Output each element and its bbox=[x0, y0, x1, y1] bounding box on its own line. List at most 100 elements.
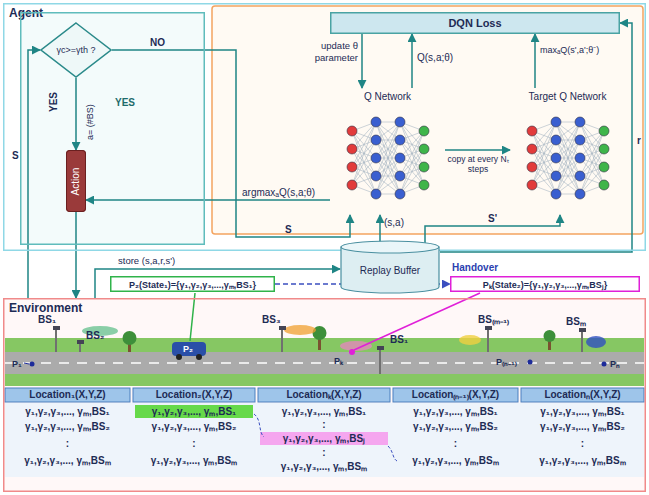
synapse bbox=[556, 140, 580, 194]
connector bbox=[361, 34, 363, 88]
table-cell: γ₁,γ₂,γ₃,..., γₘ,BS₂ bbox=[393, 421, 518, 433]
edge-label: S' bbox=[488, 213, 497, 225]
table-cell: Locationₙ(X,Y,Z) bbox=[521, 389, 644, 401]
loss-box: DQN Loss bbox=[330, 12, 620, 34]
edge-label: YES bbox=[48, 92, 60, 112]
edge-label: maxₐQ(s',a';θ⁻) bbox=[540, 44, 599, 56]
car-body bbox=[172, 342, 206, 356]
table-cell: γ₁,γ₂,γ₃,..., γₘ,BS₂ bbox=[133, 421, 255, 433]
point bbox=[602, 362, 607, 367]
connector bbox=[112, 50, 350, 237]
lamp bbox=[377, 346, 384, 350]
replay-buffer: Replay Buffer bbox=[340, 240, 440, 294]
node-text: Agent bbox=[9, 6, 43, 20]
edge-label: r bbox=[637, 135, 641, 147]
synapse bbox=[376, 140, 400, 194]
header-bar bbox=[133, 388, 255, 402]
figure-label: Pₙ bbox=[610, 358, 620, 370]
connector bbox=[28, 50, 40, 298]
neural-network bbox=[330, 108, 445, 208]
synapse bbox=[556, 122, 580, 176]
cylinder-top bbox=[341, 241, 439, 253]
state-leader bbox=[354, 293, 480, 350]
table-cell: γ₁,γ₂,γ₃,..., γₘ,BS₂ bbox=[521, 421, 644, 433]
neuron bbox=[419, 144, 429, 154]
lamp bbox=[279, 326, 286, 330]
figure-label: BS₁ bbox=[38, 314, 56, 326]
node-text: Replay Buffer bbox=[360, 265, 420, 276]
connector bbox=[86, 199, 330, 201]
neuron bbox=[395, 117, 405, 127]
pole bbox=[379, 348, 381, 374]
neuron bbox=[347, 162, 357, 172]
beam bbox=[586, 336, 606, 348]
table-cell: γ₁,γ₂,γ₃,..., γₘ,BSₘ bbox=[258, 461, 390, 473]
neuron bbox=[395, 153, 405, 163]
table-cell: γ₁,γ₂,γ₃,..., γₘ,BS₁ bbox=[5, 406, 130, 418]
table-headers bbox=[5, 388, 644, 402]
edge-label: argmaxₐQ(s,a;θ) bbox=[242, 187, 315, 199]
figure-label: P₁ bbox=[12, 358, 22, 370]
lamp bbox=[579, 328, 586, 332]
neuron bbox=[575, 153, 585, 163]
lamp bbox=[53, 326, 60, 330]
table-cell: γ₁,γ₂,γ₃,..., γₘ,BSⱼ bbox=[258, 433, 390, 445]
neuron bbox=[395, 171, 405, 181]
neuron bbox=[551, 189, 561, 199]
header-bar bbox=[521, 388, 644, 402]
neuron bbox=[527, 126, 537, 136]
beam bbox=[459, 335, 481, 345]
table-cell: : bbox=[521, 438, 644, 450]
synapse bbox=[376, 122, 400, 176]
neuron bbox=[599, 144, 609, 154]
figure-label: BSₘ bbox=[566, 316, 586, 328]
edge-label: NO bbox=[150, 37, 165, 49]
figure-label: BS₂ bbox=[86, 330, 104, 342]
header-bar bbox=[258, 388, 390, 402]
edge-label: Q(s,a;θ) bbox=[417, 52, 453, 64]
table-cell: : bbox=[258, 419, 390, 431]
point bbox=[30, 362, 35, 367]
node-text: Q Network bbox=[330, 91, 445, 102]
neuron bbox=[371, 171, 381, 181]
edge-label: copy at every Nₜ steps bbox=[447, 154, 509, 174]
neuron bbox=[551, 135, 561, 145]
synapse bbox=[556, 122, 580, 176]
decision-diamond: γc>=γth ? bbox=[40, 22, 112, 78]
car bbox=[172, 342, 206, 360]
synapse bbox=[352, 167, 376, 194]
neuron bbox=[551, 171, 561, 181]
point bbox=[528, 360, 533, 365]
synapse bbox=[532, 158, 556, 185]
pole bbox=[281, 328, 283, 352]
table-cell: Location₁(X,Y,Z) bbox=[5, 389, 130, 401]
flow-label: S bbox=[285, 224, 292, 236]
neuron bbox=[347, 126, 357, 136]
synapse bbox=[400, 167, 424, 194]
table-ground bbox=[5, 403, 644, 477]
figure-label: P₂ bbox=[183, 343, 193, 355]
action-box: Action bbox=[66, 150, 86, 212]
table-cell: γ₁,γ₂,γ₃,..., γₘ,BSₘ bbox=[521, 455, 644, 467]
poles bbox=[56, 328, 582, 374]
edge-label: Handover bbox=[452, 262, 498, 274]
neuron bbox=[599, 180, 609, 190]
road-marking bbox=[5, 362, 644, 364]
edge-label: store (s,a,r,s') bbox=[118, 255, 175, 267]
node-text: P₂(State₁)={γ₁,γ₂,γ₃,...,γₘ,BS₁} bbox=[129, 278, 256, 291]
table-cell: γ₁,γ₂,γ₃,..., γₘ,BSₘ bbox=[5, 455, 130, 467]
beams bbox=[82, 325, 606, 351]
table-cell: : bbox=[393, 438, 518, 450]
table-cell: γ₁,γ₂,γ₃,..., γₘ,BS₁ bbox=[258, 406, 390, 418]
grass bbox=[5, 374, 644, 386]
neuron bbox=[371, 153, 381, 163]
neuron bbox=[371, 135, 381, 145]
figure-label: P₍ₙ₋₁₎ bbox=[496, 356, 517, 368]
synapse bbox=[556, 140, 580, 194]
table-link bbox=[388, 446, 397, 461]
pole bbox=[487, 328, 489, 352]
road bbox=[5, 352, 644, 374]
neuron bbox=[527, 180, 537, 190]
table-cell: γ₁,γ₂,γ₃,..., γₘ,BS₁ bbox=[393, 406, 518, 418]
header-bar bbox=[393, 388, 518, 402]
